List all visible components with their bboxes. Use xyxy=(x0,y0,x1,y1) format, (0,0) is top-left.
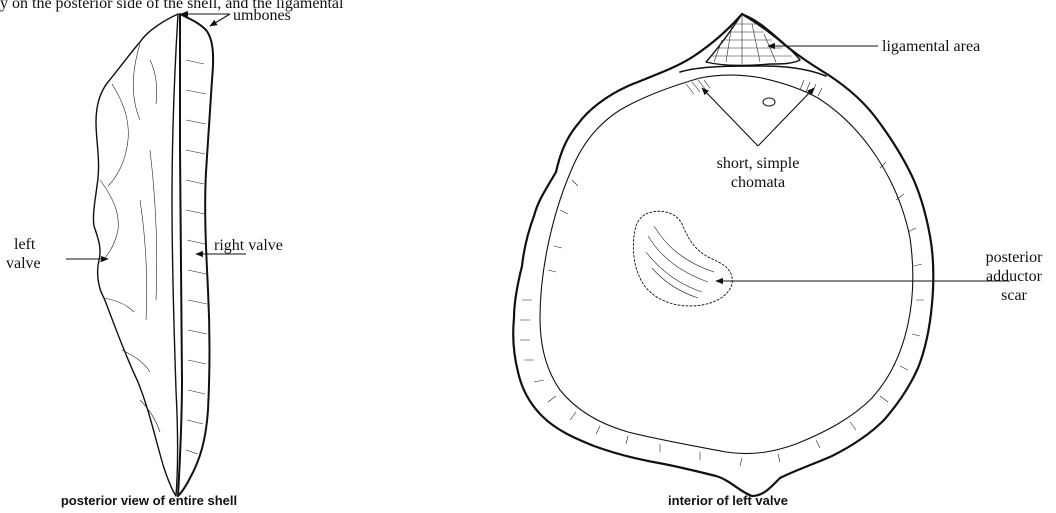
valve-outline xyxy=(513,14,933,496)
chomata-callout: short, simple chomata xyxy=(702,88,814,191)
scar-label-line1: posterior xyxy=(986,249,1044,266)
ligamental-area-callout: ligamental area xyxy=(768,38,980,55)
posterior-view-figure xyxy=(93,14,213,496)
right-valve-drawing xyxy=(178,14,213,496)
small-pit xyxy=(763,98,775,106)
adductor-scar-callout: posterior adductor scar xyxy=(716,249,1043,304)
left-valve-label-line1: left xyxy=(14,236,36,253)
valve-inner-edge xyxy=(540,75,913,454)
chomata-arrow-left xyxy=(702,88,758,146)
chomata-arrow-right xyxy=(758,88,814,146)
interior-view-figure xyxy=(513,14,933,496)
chomata-label-line2: chomata xyxy=(731,174,785,191)
scar-label-line2: adductor xyxy=(986,268,1043,285)
right-valve-label: right valve xyxy=(214,237,283,254)
umbones-label: umbones xyxy=(233,7,291,24)
left-valve-label-line2: valve xyxy=(6,255,41,272)
left-valve-drawing xyxy=(93,14,178,496)
cropped-top-text: y on the posterior side of the shell, an… xyxy=(0,0,344,12)
umbones-arrow-right xyxy=(210,14,230,26)
ligamental-area-label: ligamental area xyxy=(882,38,980,55)
right-figure-caption: interior of left valve xyxy=(668,493,788,508)
right-valve-callout: right valve xyxy=(196,237,283,254)
chomata-label-line1: short, simple xyxy=(717,155,800,172)
scar-label-line3: scar xyxy=(1001,287,1027,304)
left-valve-callout: left valve xyxy=(6,236,108,272)
left-figure-caption: posterior view of entire shell xyxy=(61,493,237,508)
